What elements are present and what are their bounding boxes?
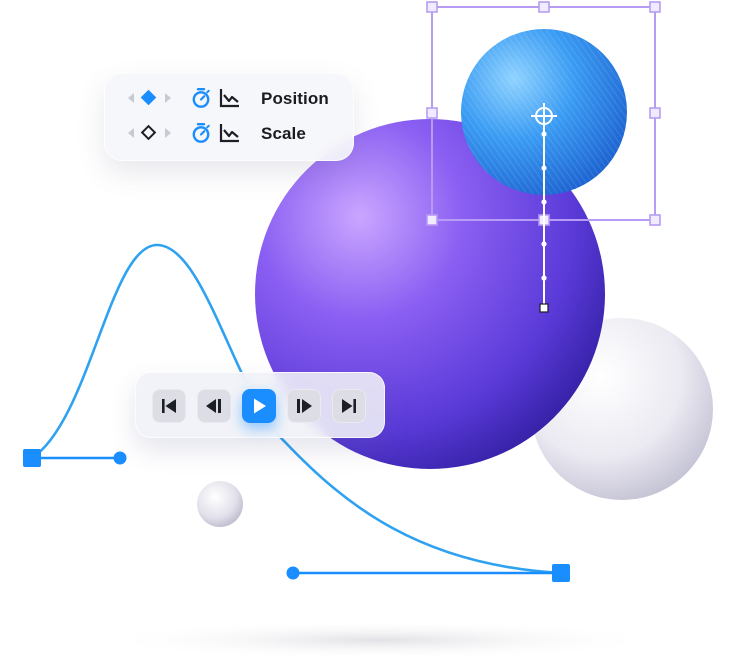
graph-icon[interactable] [219, 88, 241, 108]
curve-handle-right[interactable] [286, 564, 571, 582]
next-keyframe-icon[interactable] [165, 93, 171, 103]
playback-controls [135, 372, 385, 438]
small-sphere [197, 481, 243, 527]
selection-handle[interactable] [426, 1, 438, 13]
step-back-icon [206, 399, 221, 413]
ground-shadow [95, 620, 665, 660]
step-forward-button[interactable] [287, 389, 321, 423]
selection-handle[interactable] [649, 214, 661, 226]
previous-keyframe-icon[interactable] [128, 93, 134, 103]
motion-path-end-handle[interactable] [539, 303, 549, 313]
previous-keyframe-icon[interactable] [128, 128, 134, 138]
graph-icon[interactable] [219, 123, 241, 143]
play-button[interactable] [242, 389, 276, 423]
play-icon [254, 398, 266, 414]
property-row-position[interactable]: Position [104, 87, 354, 111]
stopwatch-icon[interactable] [190, 122, 212, 144]
selection-handle[interactable] [649, 107, 661, 119]
step-back-button[interactable] [197, 389, 231, 423]
selection-handle[interactable] [538, 1, 550, 13]
property-label: Position [261, 89, 329, 108]
curve-handle-left[interactable] [23, 449, 127, 467]
selection-handle[interactable] [426, 214, 438, 226]
skip-to-end-button[interactable] [332, 389, 366, 423]
property-row-scale[interactable]: Scale [104, 122, 354, 146]
skip-to-start-button[interactable] [152, 389, 186, 423]
selection-handle[interactable] [649, 1, 661, 13]
keyframe-diamond-icon[interactable] [140, 89, 157, 106]
keyframe-diamond-icon[interactable] [140, 124, 157, 141]
step-forward-icon [297, 399, 312, 413]
crosshair-icon[interactable] [531, 103, 557, 129]
keyframe-panel: Position Scale [104, 73, 354, 161]
skip-end-icon [342, 399, 356, 413]
next-keyframe-icon[interactable] [165, 128, 171, 138]
property-label: Scale [261, 124, 306, 143]
skip-start-icon [162, 399, 176, 413]
motion-path[interactable] [539, 116, 549, 313]
stopwatch-icon[interactable] [190, 87, 212, 109]
selection-handle[interactable] [426, 107, 438, 119]
easing-curve[interactable] [30, 243, 563, 575]
